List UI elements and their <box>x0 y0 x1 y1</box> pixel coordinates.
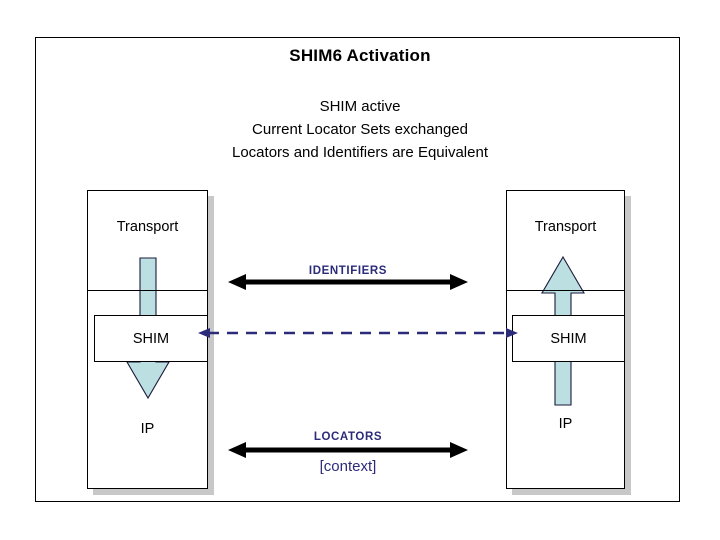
context-label: [context] <box>319 458 377 475</box>
right-stack-divider <box>506 290 625 291</box>
right-ip-label: IP <box>558 416 573 432</box>
left-stack-divider <box>87 290 208 291</box>
locators-double-arrow <box>228 442 468 458</box>
subtitle-line-3: Locators and Identifiers are Equivalent <box>232 144 488 161</box>
subtitle-block: SHIM active Current Locator Sets exchang… <box>0 95 720 164</box>
left-ip-label: IP <box>140 421 155 437</box>
identifiers-label: IDENTIFIERS <box>308 265 388 277</box>
shim-link-dashed-arrow <box>198 328 518 338</box>
left-transport-label: Transport <box>116 219 179 235</box>
right-shim-box: SHIM <box>512 315 625 362</box>
subtitle-line-1: SHIM active <box>319 98 401 115</box>
page-title: SHIM6 Activation <box>289 46 431 65</box>
left-shim-box: SHIM <box>94 315 208 362</box>
subtitle-line-2: Current Locator Sets exchanged <box>252 121 468 138</box>
identifiers-double-arrow <box>228 274 468 290</box>
right-transport-label: Transport <box>534 219 597 235</box>
locators-label: LOCATORS <box>313 431 383 443</box>
